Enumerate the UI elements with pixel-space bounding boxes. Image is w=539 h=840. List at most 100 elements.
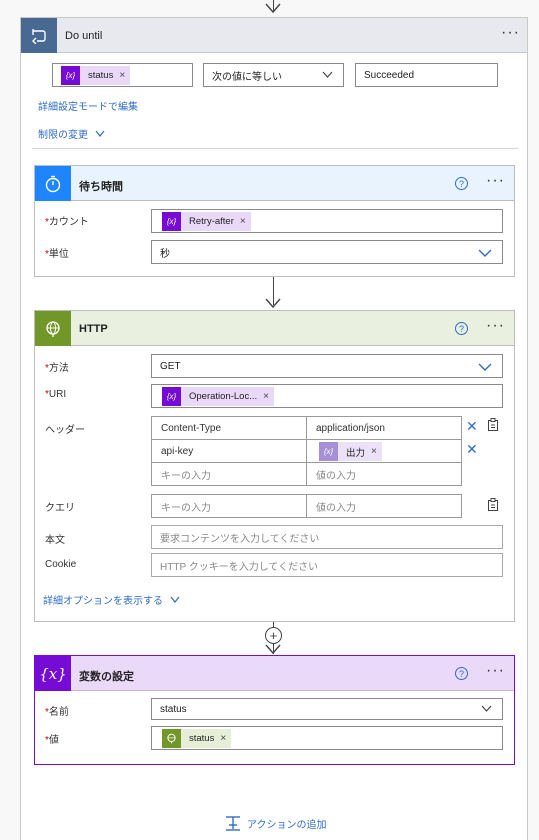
clipboard-icon[interactable] — [487, 418, 499, 431]
operation-location-token[interactable]: {x} Operation-Loc... × — [162, 387, 274, 406]
token-label: status — [189, 733, 215, 744]
wait-title: 待ち時間 — [79, 181, 123, 193]
chevron-down-icon — [478, 249, 492, 257]
name-select[interactable]: status — [151, 698, 503, 720]
connector-arrow-icon — [265, 298, 281, 309]
set-variable-card: {x} 変数の設定 ? ··· *名前 status *値 status × — [34, 655, 515, 765]
condition-right-value: Succeeded — [364, 69, 415, 81]
count-label: *カウント — [45, 217, 89, 228]
remove-token-icon[interactable]: × — [239, 216, 246, 227]
unit-label: *単位 — [45, 249, 69, 260]
header-key-input[interactable]: キーの入力 — [151, 462, 307, 486]
uri-label: *URI — [45, 389, 67, 400]
connector-arrow-icon — [265, 3, 281, 14]
query-key-input[interactable]: キーの入力 — [151, 494, 307, 518]
remove-token-icon[interactable]: × — [119, 70, 126, 81]
unit-value: 秒 — [160, 248, 170, 260]
http-header[interactable]: HTTP ? ··· — [35, 311, 514, 346]
more-options-icon[interactable]: ··· — [486, 317, 505, 334]
condition-operator-select[interactable]: 次の値に等しい — [203, 63, 344, 87]
body-field[interactable]: 要求コンテンツを入力してください — [151, 525, 503, 549]
chevron-down-icon — [170, 596, 180, 603]
globe-icon — [35, 311, 71, 346]
variable-icon: {x} — [162, 212, 181, 231]
insert-step-plus-icon[interactable]: + — [265, 627, 282, 644]
globe-icon — [162, 729, 181, 748]
condition-left-token[interactable]: {x} status × — [61, 66, 131, 85]
condition-right-field[interactable]: Succeeded — [355, 63, 498, 87]
token-label: status — [88, 70, 114, 81]
token-label: Operation-Loc... — [189, 391, 258, 402]
chevron-down-icon — [481, 705, 492, 712]
count-field[interactable]: {x} Retry-after × — [151, 209, 503, 233]
cookie-label: Cookie — [45, 559, 77, 570]
header-value-input[interactable]: {x} 出力 × — [306, 439, 462, 463]
method-value: GET — [160, 360, 181, 372]
header-key-input[interactable]: Content-Type — [151, 416, 307, 440]
more-options-icon[interactable]: ··· — [501, 24, 520, 41]
show-advanced-options-link[interactable]: 詳細オプションを表示する — [43, 592, 180, 607]
wait-card: 待ち時間 ? ··· *カウント {x} Retry-after × *単位 秒 — [34, 165, 515, 277]
variable-icon: {x} — [162, 387, 181, 406]
method-label: *方法 — [45, 363, 69, 374]
variable-icon: {x} — [35, 656, 71, 691]
value-field[interactable]: status × — [151, 726, 503, 750]
do-until-title: Do until — [65, 30, 103, 42]
http-card: HTTP ? ··· *方法 GET *URI {x} Operation-Lo… — [34, 310, 515, 622]
unit-select[interactable]: 秒 — [151, 240, 503, 264]
connector-line — [273, 0, 274, 12]
http-title: HTTP — [79, 323, 108, 335]
operator-value: 次の値に等しい — [212, 71, 282, 83]
query-value-input[interactable]: 値の入力 — [306, 494, 462, 518]
token-label: 出力 — [346, 447, 366, 459]
clipboard-icon[interactable] — [487, 498, 499, 511]
more-options-icon[interactable]: ··· — [486, 172, 505, 189]
connector-line — [273, 277, 274, 305]
remove-token-icon[interactable]: × — [371, 446, 377, 457]
chevron-down-icon — [95, 130, 105, 137]
cookie-field[interactable]: HTTP クッキーを入力してください — [151, 553, 503, 577]
add-action-label: アクションの追加 — [247, 819, 327, 831]
status-token[interactable]: status × — [162, 729, 232, 748]
condition-left-field[interactable]: {x} status × — [52, 63, 193, 87]
headers-label: ヘッダー — [45, 425, 85, 436]
method-select[interactable]: GET — [151, 354, 503, 378]
more-options-icon[interactable]: ··· — [486, 662, 505, 679]
body-label: 本文 — [45, 535, 65, 546]
wait-header[interactable]: 待ち時間 ? ··· — [35, 166, 514, 201]
add-action-button[interactable]: アクションの追加 — [225, 815, 327, 831]
loop-icon — [21, 18, 57, 53]
delete-row-icon[interactable]: ✕ — [466, 441, 478, 457]
name-value: status — [160, 703, 187, 715]
add-action-icon — [226, 816, 240, 831]
do-until-header[interactable]: Do until ··· — [21, 18, 527, 53]
set-variable-header[interactable]: {x} 変数の設定 ? ··· — [35, 656, 514, 691]
delete-row-icon[interactable]: ✕ — [466, 418, 478, 434]
divider — [32, 148, 518, 149]
chevron-down-icon — [322, 71, 333, 78]
help-icon[interactable]: ? — [455, 667, 468, 680]
change-limits-link[interactable]: 制限の変更 — [38, 126, 105, 141]
remove-token-icon[interactable]: × — [263, 391, 269, 402]
variable-icon: {x} — [61, 66, 80, 85]
remove-token-icon[interactable]: × — [220, 733, 227, 744]
header-value-input[interactable]: 値の入力 — [306, 462, 462, 486]
connector-arrow-icon — [265, 644, 281, 655]
set-variable-title: 変数の設定 — [79, 671, 134, 683]
advanced-mode-link[interactable]: 詳細設定モードで編集 — [38, 102, 138, 113]
token-label: Retry-after — [189, 216, 234, 227]
help-icon[interactable]: ? — [455, 177, 468, 190]
header-value-input[interactable]: application/json — [306, 416, 462, 440]
chevron-down-icon — [478, 363, 492, 371]
help-icon[interactable]: ? — [455, 322, 468, 335]
change-limits-label: 制限の変更 — [38, 130, 88, 141]
retry-after-token[interactable]: {x} Retry-after × — [162, 212, 251, 231]
value-label: *値 — [45, 735, 59, 746]
output-token[interactable]: {x} 出力 × — [319, 442, 382, 461]
variable-icon: {x} — [319, 442, 338, 461]
query-label: クエリ — [45, 503, 75, 514]
timer-icon — [35, 166, 71, 201]
uri-field[interactable]: {x} Operation-Loc... × — [151, 384, 503, 408]
header-key-input[interactable]: api-key — [151, 439, 307, 463]
name-label: *名前 — [45, 707, 69, 718]
